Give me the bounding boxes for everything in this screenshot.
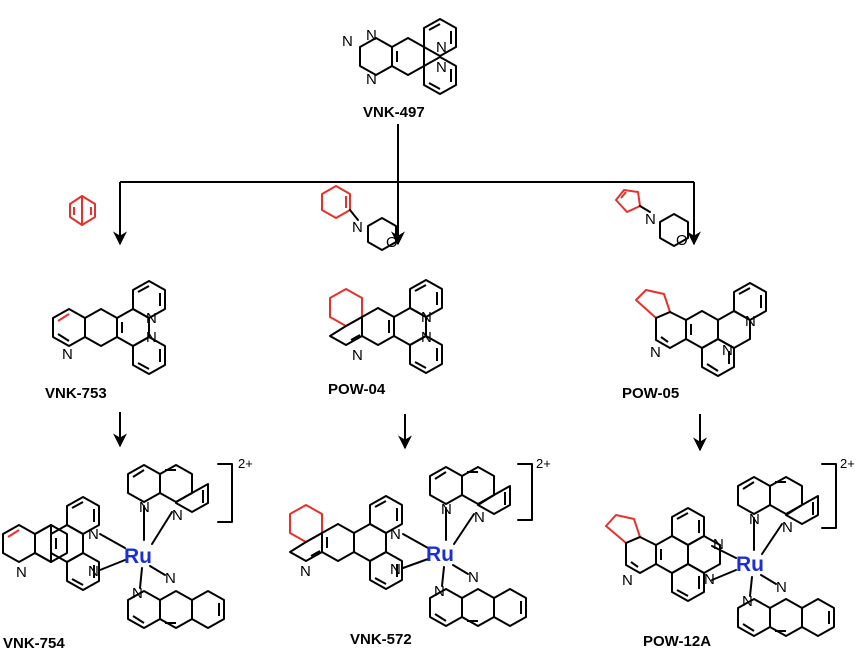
complex-pow-12a: N N N N N N N Ru 2+ <box>605 456 855 637</box>
atom-n: N <box>713 536 724 553</box>
atom-n: N <box>436 39 447 56</box>
atom-n: N <box>342 33 353 50</box>
molecule-pow-05: N N N <box>635 282 767 377</box>
complex-vnk-754: N N N N N N N Ru 2+ <box>2 456 253 629</box>
atom-n: N <box>742 593 753 610</box>
label-pow-05: POW-05 <box>622 385 679 402</box>
branch-arrows <box>113 124 701 246</box>
atom-n: N <box>366 71 377 88</box>
atom-o: O <box>676 232 688 249</box>
label-vnk-572: VNK-572 <box>350 631 412 648</box>
atom-n: N <box>390 526 401 543</box>
atom-n: N <box>146 329 157 346</box>
atom-n: N <box>390 561 401 578</box>
label-pow-04: POW-04 <box>328 381 386 398</box>
ruthenium-center: Ru <box>124 545 152 568</box>
reagent-norbornadiene <box>69 195 96 226</box>
charge: 2+ <box>536 456 551 471</box>
atom-n: N <box>132 585 143 602</box>
reagent-cyclopentenyl-morpholine: N O <box>615 189 689 249</box>
charge: 2+ <box>238 456 253 471</box>
molecule-vnk-753: N N N <box>52 280 166 375</box>
atom-n: N <box>366 27 377 44</box>
atom-n: N <box>16 564 27 581</box>
complex-vnk-572: N N N N N N N Ru 2+ <box>289 456 551 627</box>
atom-n: N <box>434 583 445 600</box>
molecule-pow-04: N N N <box>329 279 443 374</box>
atom-o: O <box>386 234 398 251</box>
atom-n: N <box>300 563 311 580</box>
atom-n: N <box>352 219 363 236</box>
atom-n: N <box>782 519 793 536</box>
atom-n: N <box>88 526 99 543</box>
charge: 2+ <box>840 456 855 471</box>
atom-n: N <box>436 59 447 76</box>
atom-n: N <box>172 507 183 524</box>
label-vnk-753: VNK-753 <box>45 385 107 402</box>
atom-n: N <box>88 563 99 580</box>
atom-n: N <box>474 509 485 526</box>
label-vnk-754: VNK-754 <box>3 635 65 652</box>
atom-n: N <box>468 569 479 586</box>
atom-n: N <box>722 342 733 359</box>
atom-n: N <box>645 211 656 228</box>
atom-n: N <box>441 501 452 518</box>
atom-n: N <box>650 344 661 361</box>
label-vnk-497: VNK-497 <box>363 104 425 121</box>
reagent-cyclohexenyl-morpholine: N O <box>321 185 398 251</box>
atom-n: N <box>745 313 756 330</box>
atom-n: N <box>421 309 432 326</box>
ruthenium-center: Ru <box>426 543 454 566</box>
atom-n: N <box>139 499 150 516</box>
atom-n: N <box>776 579 787 596</box>
atom-n: N <box>146 310 157 327</box>
atom-n: N <box>421 329 432 346</box>
atom-n: N <box>704 571 715 588</box>
ruthenium-center: Ru <box>736 553 764 576</box>
atom-n: N <box>749 511 760 528</box>
atom-n: N <box>62 346 73 363</box>
molecule-vnk-497: N N N N N <box>342 18 457 95</box>
atom-n: N <box>622 572 633 589</box>
label-pow-12a: POW-12A <box>643 633 711 650</box>
atom-n: N <box>165 570 176 587</box>
atom-n: N <box>352 347 363 364</box>
